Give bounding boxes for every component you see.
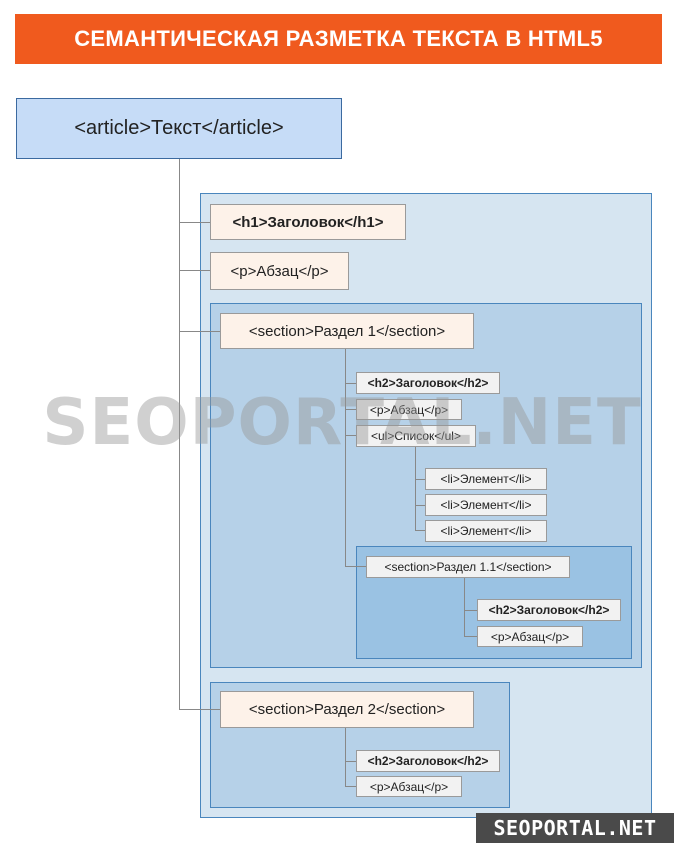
section1-h2-node: <h2>Заголовок</h2> (356, 372, 500, 394)
p-node: <p>Абзац</p> (210, 252, 349, 290)
section2-h2-node: <h2>Заголовок</h2> (356, 750, 500, 772)
brand-logo: SEOPORTAL.NET (476, 813, 674, 843)
li-node-3: <li>Элемент</li> (425, 520, 547, 542)
section1-ul-node: <ul>Список</ul> (356, 425, 476, 447)
article-node: <article>Текст</article> (16, 98, 342, 159)
section2-p-node: <p>Абзац</p> (356, 776, 462, 797)
section1-node: <section>Раздел 1</section> (220, 313, 474, 349)
li-node-2: <li>Элемент</li> (425, 494, 547, 516)
section11-p-node: <p>Абзац</p> (477, 626, 583, 647)
section1-p-node: <p>Абзац</p> (356, 399, 462, 420)
page-title: СЕМАНТИЧЕСКАЯ РАЗМЕТКА ТЕКСТА В HTML5 (15, 14, 662, 64)
section11-node: <section>Раздел 1.1</section> (366, 556, 570, 578)
section11-h2-node: <h2>Заголовок</h2> (477, 599, 621, 621)
section2-node: <section>Раздел 2</section> (220, 691, 474, 728)
li-node-1: <li>Элемент</li> (425, 468, 547, 490)
h1-node: <h1>Заголовок</h1> (210, 204, 406, 240)
watermark-text: SEOPORTAL.NET (42, 386, 642, 460)
